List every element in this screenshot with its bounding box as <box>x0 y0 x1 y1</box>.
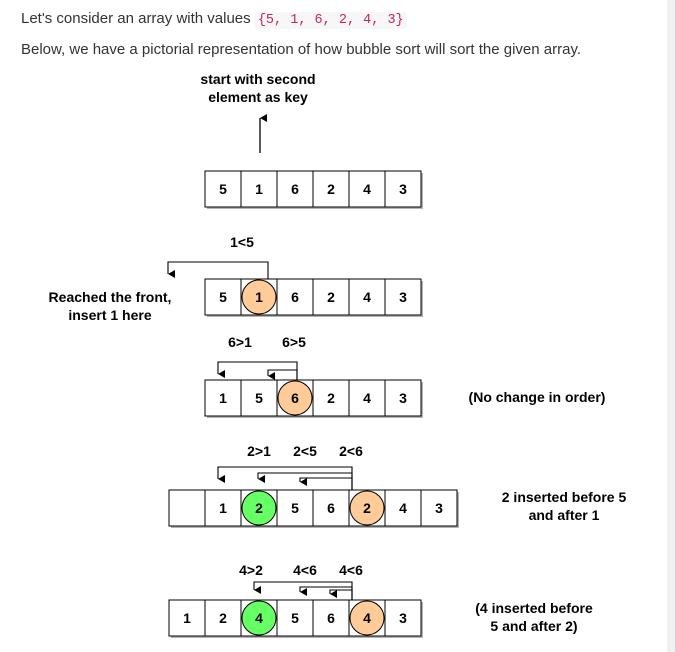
array-cell <box>384 489 422 527</box>
array-cell <box>420 489 458 527</box>
array-cell <box>240 379 278 417</box>
comparison-arrow <box>329 589 353 600</box>
cell-value: 2 <box>327 289 335 305</box>
cell-value: 1 <box>183 610 191 626</box>
orange-highlight <box>349 490 385 526</box>
cell-value: 4 <box>363 289 371 305</box>
cell-value: 5 <box>291 610 299 626</box>
comparison-label: 6>5 <box>282 334 306 350</box>
cell-value: 4 <box>255 610 263 626</box>
cell-value: 1 <box>255 289 263 305</box>
green-highlight <box>241 490 277 526</box>
orange-highlight <box>241 279 277 315</box>
comparison-label: 1<5 <box>230 234 254 250</box>
cell-value: 5 <box>219 289 227 305</box>
array-cell <box>348 379 386 417</box>
array-cell <box>348 278 386 316</box>
orange-highlight <box>349 600 385 636</box>
note-text: 5 and after 2) <box>490 618 577 634</box>
note-text: and after 1 <box>529 507 600 523</box>
comparison-arrow <box>167 261 269 279</box>
side-label: Reached the front, <box>49 289 172 305</box>
array-cell <box>204 170 242 208</box>
array-cell <box>312 379 350 417</box>
note-text: (No change in order) <box>469 389 606 405</box>
array-cell <box>384 599 422 637</box>
array-cell <box>348 170 386 208</box>
array-cell <box>204 599 242 637</box>
array-cell <box>384 278 422 316</box>
array-cell <box>312 170 350 208</box>
comparison-label: 2>1 <box>247 443 271 459</box>
comparison-label: 2<5 <box>293 443 317 459</box>
cell-value: 6 <box>327 500 335 516</box>
note-text: 2 inserted before 5 <box>502 489 627 505</box>
array-cell <box>240 170 278 208</box>
cell-value: 1 <box>219 500 227 516</box>
note-text: (4 inserted before <box>475 600 593 616</box>
comparison-arrow <box>299 586 353 600</box>
cell-value: 1 <box>219 390 227 406</box>
array-cell <box>312 278 350 316</box>
array-cell <box>276 599 314 637</box>
comparison-arrow <box>217 361 298 380</box>
key-label-line-1: start with second <box>200 71 315 87</box>
key-label-line-2: element as key <box>208 89 308 105</box>
comparison-label: 4>2 <box>239 562 263 578</box>
comparison-arrow <box>253 581 353 600</box>
comparison-label: 4<6 <box>293 562 317 578</box>
cell-value: 5 <box>291 500 299 516</box>
intro-line: Let's consider an array with values {5, … <box>21 9 407 31</box>
orange-highlight <box>277 380 313 416</box>
scrollbar-track[interactable] <box>667 0 675 652</box>
cell-value: 3 <box>399 181 407 197</box>
cell-value: 6 <box>291 289 299 305</box>
cell-value: 2 <box>255 500 263 516</box>
intro-lead-text: Let's consider an array with values <box>21 10 251 27</box>
array-cell <box>204 278 242 316</box>
array-cell <box>276 278 314 316</box>
cell-value: 6 <box>291 181 299 197</box>
cell-value: 1 <box>255 181 263 197</box>
cell-value: 6 <box>291 390 299 406</box>
array-cell <box>204 379 242 417</box>
cell-value: 4 <box>363 181 371 197</box>
comparison-arrow <box>267 369 298 380</box>
comparison-label: 2<6 <box>339 443 363 459</box>
array-cell <box>204 489 242 527</box>
green-highlight <box>241 600 277 636</box>
array-cell <box>384 379 422 417</box>
cell-value: 2 <box>219 610 227 626</box>
comparison-label: 4<6 <box>339 562 363 578</box>
cell-value: 4 <box>363 610 371 626</box>
cell-value: 3 <box>435 500 443 516</box>
cell-value: 5 <box>219 181 227 197</box>
cell-value: 4 <box>363 390 371 406</box>
intro-description: Below, we have a pictorial representatio… <box>21 41 582 58</box>
cell-value: 6 <box>327 610 335 626</box>
cell-value: 2 <box>363 500 371 516</box>
comparison-label: 6>1 <box>228 334 252 350</box>
cell-value: 5 <box>255 390 263 406</box>
comparison-arrow <box>299 477 353 490</box>
array-cell <box>384 170 422 208</box>
comparison-arrow <box>257 472 353 490</box>
array-values-code: {5, 1, 6, 2, 4, 3} <box>254 12 407 29</box>
cell-value: 4 <box>399 500 407 516</box>
array-cell <box>168 489 206 527</box>
cell-value: 3 <box>399 390 407 406</box>
cell-value: 3 <box>399 289 407 305</box>
cell-value: 2 <box>327 390 335 406</box>
cell-value: 2 <box>327 181 335 197</box>
cell-value: 3 <box>399 610 407 626</box>
side-label: insert 1 here <box>68 307 151 323</box>
